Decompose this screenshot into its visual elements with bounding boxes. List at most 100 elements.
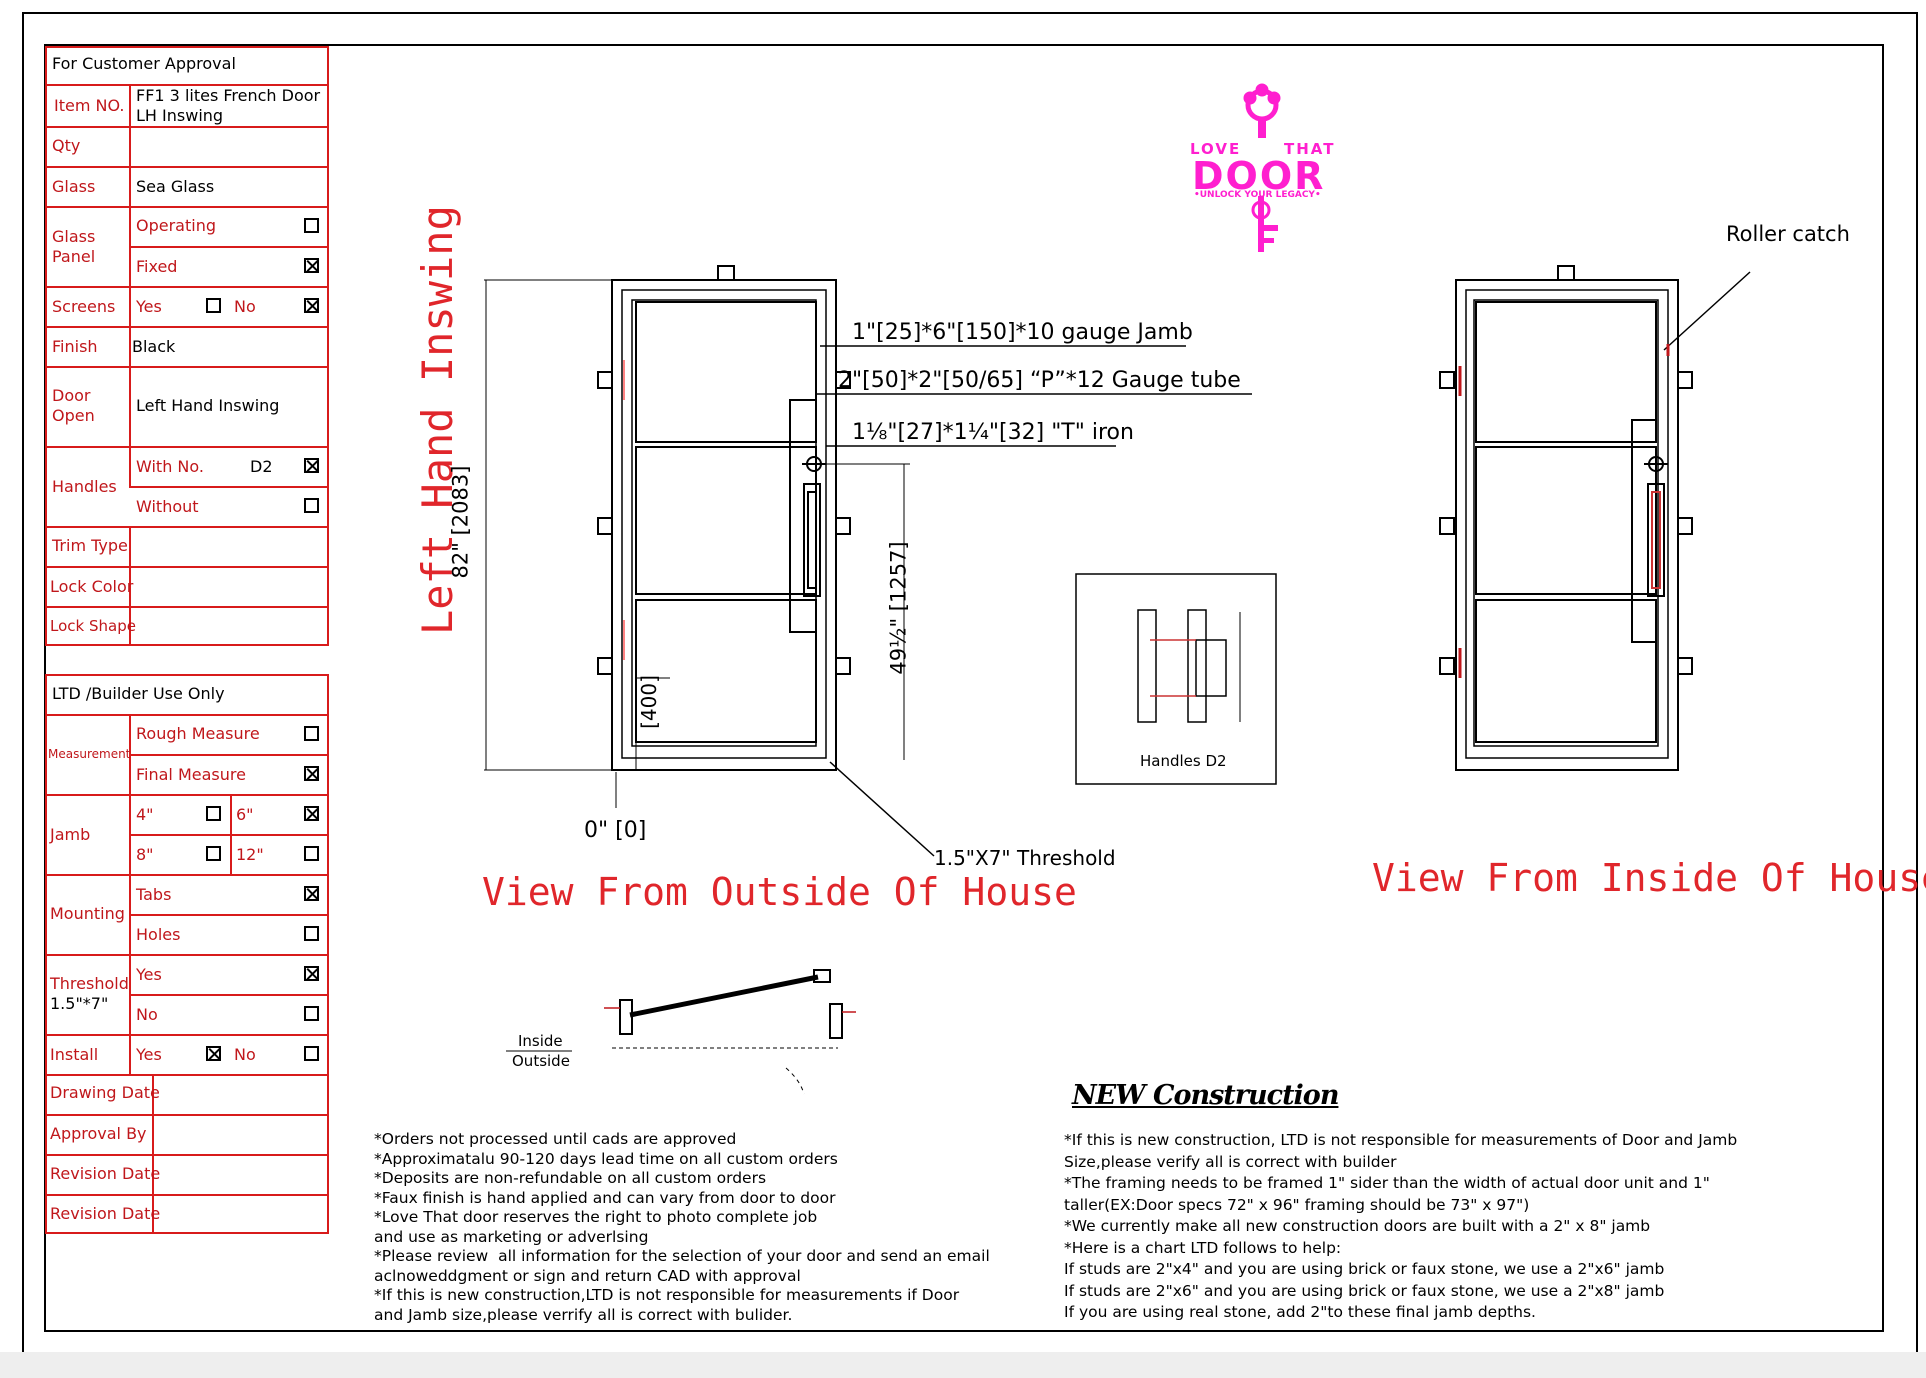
bottom-strip [0, 1352, 1926, 1378]
tabs-label: Tabs [136, 885, 172, 904]
screens-no-label: No [234, 297, 256, 316]
jamb-8-checkbox[interactable] [206, 846, 221, 861]
with-no-checkbox[interactable] [304, 458, 319, 473]
construction-line: If you are using real stone, add 2"to th… [1064, 1303, 1536, 1321]
threshold-size: 1.5"*7" [50, 994, 109, 1013]
construction-line: *The framing needs to be framed 1" sider… [1064, 1174, 1710, 1192]
mounting-label: Mounting [50, 904, 125, 923]
door-open-label-1: Door [52, 386, 91, 405]
with-no-value: D2 [250, 457, 273, 476]
revision-date-label-2: Revision Date [50, 1204, 161, 1223]
construction-line: *Here is a chart LTD follows to help: [1064, 1238, 1342, 1257]
construction-line: Size,please verify all is correct with b… [1064, 1152, 1397, 1171]
finish-label: Finish [52, 337, 98, 356]
install-no-checkbox[interactable] [304, 1046, 319, 1061]
lock-color-label: Lock Color [50, 577, 134, 596]
jamb-4-checkbox[interactable] [206, 806, 221, 821]
lock-shape-label: Lock Shape [50, 617, 136, 635]
operating-label: Operating [136, 216, 216, 235]
new-construction-notes: *If this is new construction, LTD is not… [1064, 1130, 1737, 1324]
handle-height-dim: 49½" [1257] [886, 541, 911, 675]
screens-label: Screens [52, 297, 116, 316]
note-line: *Orders not processed until cads are app… [374, 1130, 737, 1148]
jamb-8-label: 8" [136, 845, 154, 864]
item-no-value-2: LH Inswing [136, 106, 224, 125]
tube-spec-label: 2"[50]*2"[50/65] “P”*12 Gauge tube [838, 368, 1241, 393]
screens-yes-label: Yes [136, 297, 162, 316]
screens-yes-checkbox[interactable] [206, 298, 221, 313]
operating-checkbox[interactable] [304, 218, 319, 233]
jamb-6-label: 6" [236, 805, 254, 824]
iron-spec-label: 1⅛"[27]*1¼"[32] "T" iron [852, 420, 1134, 445]
holes-checkbox[interactable] [304, 926, 319, 941]
construction-line: *We currently make all new construction … [1064, 1217, 1651, 1235]
qty-label: Qty [52, 136, 81, 155]
glass-panel-label-1: Glass [52, 227, 96, 246]
item-no-label: Item NO. [54, 96, 125, 115]
fixed-label: Fixed [136, 257, 178, 276]
final-measure-checkbox[interactable] [304, 766, 319, 781]
glass-panel-label-2: Panel [52, 247, 96, 266]
roller-catch-label: Roller catch [1726, 222, 1850, 246]
note-line: *Love That door reserves the right to ph… [374, 1208, 818, 1226]
outside-label: Outside [512, 1052, 570, 1070]
note-line: *Faux finish is hand applied and can var… [374, 1188, 836, 1207]
construction-line: taller(EX:Door specs 72" x 96" framing s… [1064, 1195, 1530, 1214]
form-header: For Customer Approval [52, 54, 236, 73]
builder-header: LTD /Builder Use Only [52, 684, 225, 703]
install-yes-label: Yes [136, 1045, 162, 1064]
threshold-yes-checkbox[interactable] [304, 966, 319, 981]
rough-measure-label: Rough Measure [136, 724, 260, 743]
jamb-6-checkbox[interactable] [304, 806, 319, 821]
inside-label: Inside [518, 1032, 563, 1050]
order-notes: *Orders not processed until cads are app… [374, 1130, 990, 1325]
construction-line: If studs are 2"x6" and you are using bri… [1064, 1281, 1665, 1300]
threshold-label: Threshold [50, 974, 129, 993]
note-line: aclnoweddgment or sign and return CAD wi… [374, 1266, 801, 1285]
height-dim: 82" [2083] [448, 465, 473, 579]
measurement-label: Measurement [48, 747, 131, 761]
install-yes-checkbox[interactable] [206, 1046, 221, 1061]
jamb-12-label: 12" [236, 845, 264, 864]
threshold-yes-label: Yes [136, 965, 162, 984]
final-measure-label: Final Measure [136, 765, 246, 784]
without-label: Without [136, 497, 199, 516]
screens-no-checkbox[interactable] [304, 298, 319, 313]
note-line: *If this is new construction,LTD is not … [374, 1286, 960, 1304]
glass-value: Sea Glass [136, 177, 215, 196]
approval-by-label: Approval By [50, 1124, 147, 1143]
revision-date-label-1: Revision Date [50, 1164, 161, 1183]
rough-measure-checkbox[interactable] [304, 726, 319, 741]
threshold-no-label: No [136, 1005, 158, 1024]
logo-door: DOOR [1192, 154, 1326, 198]
jamb-4-label: 4" [136, 805, 154, 824]
jamb-12-checkbox[interactable] [304, 846, 319, 861]
install-label: Install [50, 1045, 99, 1064]
jamb-label: Jamb [50, 825, 91, 844]
trim-type-label: Trim Type [52, 536, 128, 555]
item-no-value-1: FF1 3 lites French Door [136, 86, 321, 105]
finish-value: Black [132, 337, 176, 356]
with-no-label: With No. [136, 457, 204, 476]
handles-d2-label: Handles D2 [1140, 752, 1227, 770]
logo-that: THAT [1284, 140, 1336, 158]
logo-tagline: •UNLOCK YOUR LEGACY• [1194, 190, 1321, 200]
new-construction-title: NEW Construction [1072, 1080, 1339, 1111]
tabs-checkbox[interactable] [304, 886, 319, 901]
small-dim: [400] [636, 675, 661, 729]
construction-line: *If this is new construction, LTD is not… [1064, 1131, 1738, 1149]
sill-dim: 0" [0] [584, 818, 647, 843]
threshold-no-checkbox[interactable] [304, 1006, 319, 1021]
note-line: and Jamb size,please verrify all is corr… [374, 1305, 793, 1324]
note-line: and use as marketing or adverlsing [374, 1227, 649, 1246]
jamb-spec-label: 1"[25]*6"[150]*10 gauge Jamb [852, 320, 1193, 345]
glass-label: Glass [52, 177, 96, 196]
note-line: *Approximatalu 90-120 days lead time on … [374, 1149, 838, 1168]
fixed-checkbox[interactable] [304, 258, 319, 273]
outside-view-title: View From Outside Of House [482, 870, 1077, 914]
without-checkbox[interactable] [304, 498, 319, 513]
holes-label: Holes [136, 925, 181, 944]
install-no-label: No [234, 1045, 256, 1064]
logo-love: LOVE [1190, 140, 1242, 158]
door-open-value: Left Hand Inswing [136, 396, 280, 415]
